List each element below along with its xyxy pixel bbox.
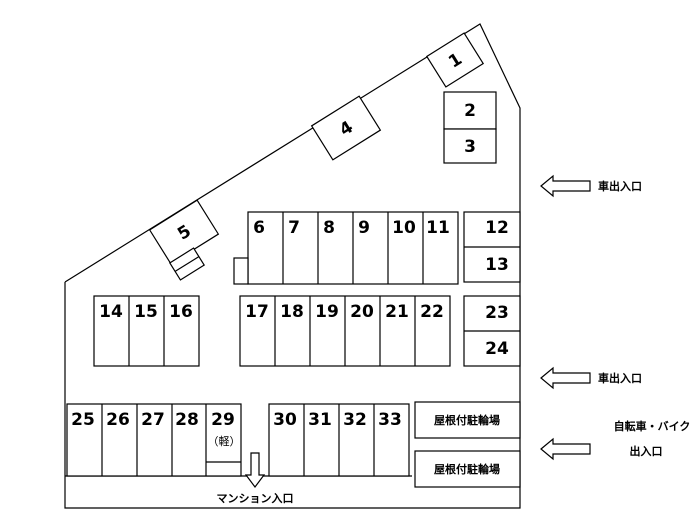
slot-1: 1 xyxy=(425,32,485,88)
slot-33: 33 xyxy=(378,410,402,430)
slot-20: 20 xyxy=(350,302,374,322)
row-14-16: 14 15 16 xyxy=(93,295,200,367)
slot-5: 5 xyxy=(148,199,220,265)
car-entrance-middle-arrow-icon xyxy=(540,366,591,390)
small-box-near-5 xyxy=(169,247,205,281)
row-6-11: 6 7 8 9 10 11 xyxy=(233,211,459,285)
slot-17: 17 xyxy=(245,302,269,322)
row-30-33: 30 31 32 33 xyxy=(268,403,410,477)
slot-21: 21 xyxy=(385,302,409,322)
car-entrance-top-arrow-icon xyxy=(540,174,591,198)
svg-text:3: 3 xyxy=(464,137,476,157)
car-entrance-top-label: 車出入口 xyxy=(598,179,642,193)
slots-23-24: 23 24 xyxy=(463,295,521,367)
slot-18: 18 xyxy=(280,302,304,322)
slot-25: 25 xyxy=(71,410,95,430)
slot-31: 31 xyxy=(308,410,332,430)
slot-29: 29 xyxy=(211,410,235,430)
slot-24: 24 xyxy=(485,339,509,359)
car-entrance-middle-label: 車出入口 xyxy=(598,371,642,385)
row-25-29: 25 26 27 28 29 （軽） xyxy=(66,403,242,477)
bike-entrance-label-1: 自転車・バイク xyxy=(614,419,691,433)
slot-3: 3 xyxy=(443,128,497,164)
slot-12: 12 xyxy=(485,218,509,238)
roof-parking-1: 屋根付駐輪場 xyxy=(414,401,521,439)
svg-text:2: 2 xyxy=(464,101,476,121)
slot-29-kei: （軽） xyxy=(208,435,241,448)
slot-30: 30 xyxy=(273,410,297,430)
slot-11: 11 xyxy=(426,218,450,238)
slot-27: 27 xyxy=(141,410,165,430)
slot-13: 13 xyxy=(485,255,509,275)
slot-16: 16 xyxy=(169,302,193,322)
mansion-entrance-label: マンション入口 xyxy=(217,492,294,505)
slot-9: 9 xyxy=(358,218,370,238)
row-17-22: 17 18 19 20 21 22 xyxy=(239,295,451,367)
slot-2: 2 xyxy=(443,91,497,130)
slot-15: 15 xyxy=(134,302,158,322)
slot-23: 23 xyxy=(485,303,509,323)
bike-entrance-arrow-icon xyxy=(540,437,591,461)
slot-10: 10 xyxy=(392,218,416,238)
slot-19: 19 xyxy=(315,302,339,322)
slot-7: 7 xyxy=(288,218,300,238)
slot-26: 26 xyxy=(106,410,130,430)
slot-32: 32 xyxy=(343,410,367,430)
slot-14: 14 xyxy=(99,302,123,322)
slot-22: 22 xyxy=(420,302,444,322)
slot-4: 4 xyxy=(310,95,382,161)
roof-parking-2: 屋根付駐輪場 xyxy=(414,450,521,488)
mansion-entrance-arrow-icon xyxy=(244,452,266,488)
slot-6: 6 xyxy=(253,218,265,238)
slot-8: 8 xyxy=(323,218,335,238)
svg-text:屋根付駐輪場: 屋根付駐輪場 xyxy=(434,413,500,427)
slot-28: 28 xyxy=(175,410,199,430)
slots-12-13: 12 13 xyxy=(463,211,521,283)
svg-text:屋根付駐輪場: 屋根付駐輪場 xyxy=(434,462,500,476)
bike-entrance-label-2: 出入口 xyxy=(630,444,663,458)
